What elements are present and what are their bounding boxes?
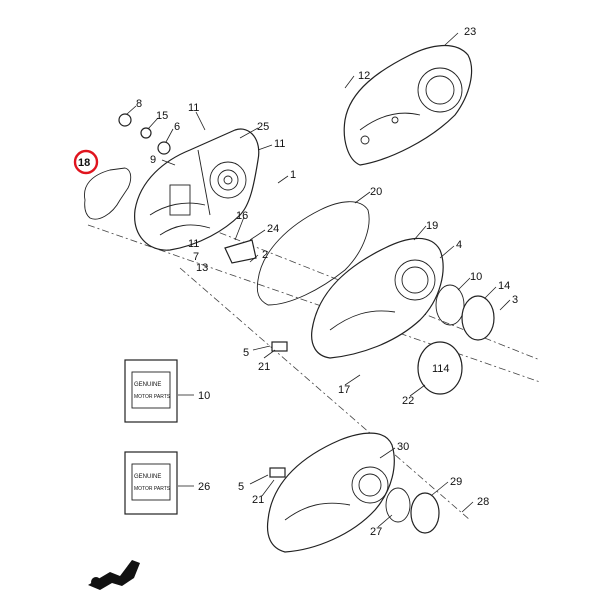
primary-cover-23: [343, 44, 473, 166]
callout-11-a: 11: [188, 102, 199, 114]
inner-primary-25: [134, 128, 260, 251]
leader-lines: [126, 32, 511, 528]
callout-21-a: 21: [258, 361, 270, 373]
callout-23: 23: [464, 26, 476, 38]
derby-cover-14: [461, 295, 495, 341]
o-ring-10: [435, 284, 465, 326]
primary-cover-30: [266, 432, 395, 553]
callout-2: 2: [262, 249, 268, 261]
bearing-6: [157, 141, 171, 155]
derby-cover-22: 114: [417, 341, 463, 395]
kit-box-26-motor-parts: MOTOR PARTS: [134, 486, 171, 492]
callout-11-b: 11: [274, 138, 285, 150]
gasket-18: [84, 167, 132, 220]
callout-20: 20: [370, 186, 382, 198]
callout-18: 18: [78, 157, 90, 169]
callout-13: 13: [196, 262, 208, 274]
callout-21-b: 21: [252, 494, 264, 506]
kit-box-10-genuine: GENUINE: [134, 382, 161, 388]
kit-box-26-genuine: GENUINE: [134, 474, 161, 480]
kit-box-10: GENUINE MOTOR PARTS: [124, 359, 178, 423]
cover-gasket-20: [256, 201, 370, 306]
callout-29: 29: [450, 476, 462, 488]
primary-cover-19: [311, 237, 444, 359]
callout-19: 19: [426, 220, 438, 232]
callout-25: 25: [257, 121, 269, 133]
brand-logo-icon: [88, 560, 140, 590]
kit-box-26: GENUINE MOTOR PARTS: [124, 451, 178, 515]
callout-7: 7: [193, 251, 199, 263]
callout-9: 9: [150, 154, 156, 166]
callout-17: 17: [338, 384, 350, 396]
callout-6: 6: [174, 121, 180, 133]
o-ring-27: [385, 487, 411, 523]
callout-16: 16: [236, 210, 248, 222]
callout-14: 14: [498, 280, 510, 292]
callout-30: 30: [397, 441, 409, 453]
callout-1: 1: [290, 169, 296, 181]
callout-15: 15: [156, 110, 168, 122]
seal-8: [118, 113, 132, 127]
callout-3: 3: [512, 294, 518, 306]
callout-11-c: 11: [188, 238, 199, 250]
callout-10-a: 10: [470, 271, 482, 283]
callout-24: 24: [267, 223, 279, 235]
bracket-24: [224, 239, 257, 264]
callout-22: 22: [402, 395, 414, 407]
callout-4: 4: [456, 239, 462, 251]
cover-emblem-text: 114: [432, 363, 450, 375]
callout-26: 26: [198, 481, 210, 493]
kit-box-10-motor-parts: MOTOR PARTS: [134, 394, 171, 400]
assembly-line-main: [87, 224, 541, 383]
dowel-21a: [271, 341, 288, 352]
callout-28: 28: [477, 496, 489, 508]
callout-12: 12: [358, 70, 370, 82]
callout-10-b: 10: [198, 390, 210, 402]
callout-27: 27: [370, 526, 382, 538]
ring-15: [140, 127, 152, 139]
dowel-21b: [269, 467, 286, 478]
derby-cover-29: [410, 492, 440, 534]
assembly-line-lower: [179, 267, 471, 521]
callout-5-a: 5: [243, 347, 249, 359]
highlight-callout-18: [73, 149, 99, 175]
callout-8: 8: [136, 98, 142, 110]
callout-5-b: 5: [238, 481, 244, 493]
